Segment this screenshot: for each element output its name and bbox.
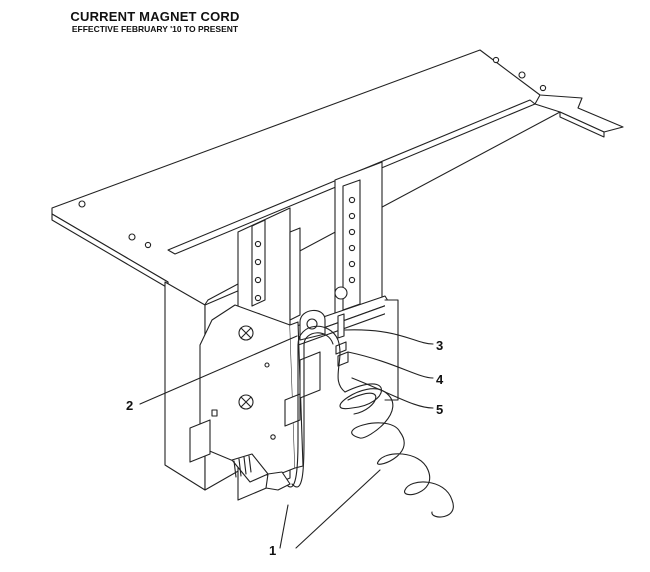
diagram-title: CURRENT MAGNET CORD [70, 9, 240, 24]
callout-label-1: 1 [269, 543, 276, 558]
lower-bracket [189, 351, 321, 463]
cord-connector [231, 453, 291, 491]
right-vertical-channel [334, 161, 383, 319]
diagram-subtitle: EFFECTIVE FEBRUARY '10 TO PRESENT [71, 24, 239, 34]
callout-label-3: 3 [436, 338, 443, 353]
callout-leaders [139, 329, 434, 549]
title-block: CURRENT MAGNET CORD EFFECTIVE FEBRUARY '… [30, 9, 280, 35]
callout-label-2: 2 [126, 398, 133, 413]
magnet-cord [285, 325, 454, 518]
callout-label-5: 5 [436, 402, 443, 417]
callout-label-4: 4 [436, 372, 444, 387]
front-mounting-plate [199, 304, 304, 478]
